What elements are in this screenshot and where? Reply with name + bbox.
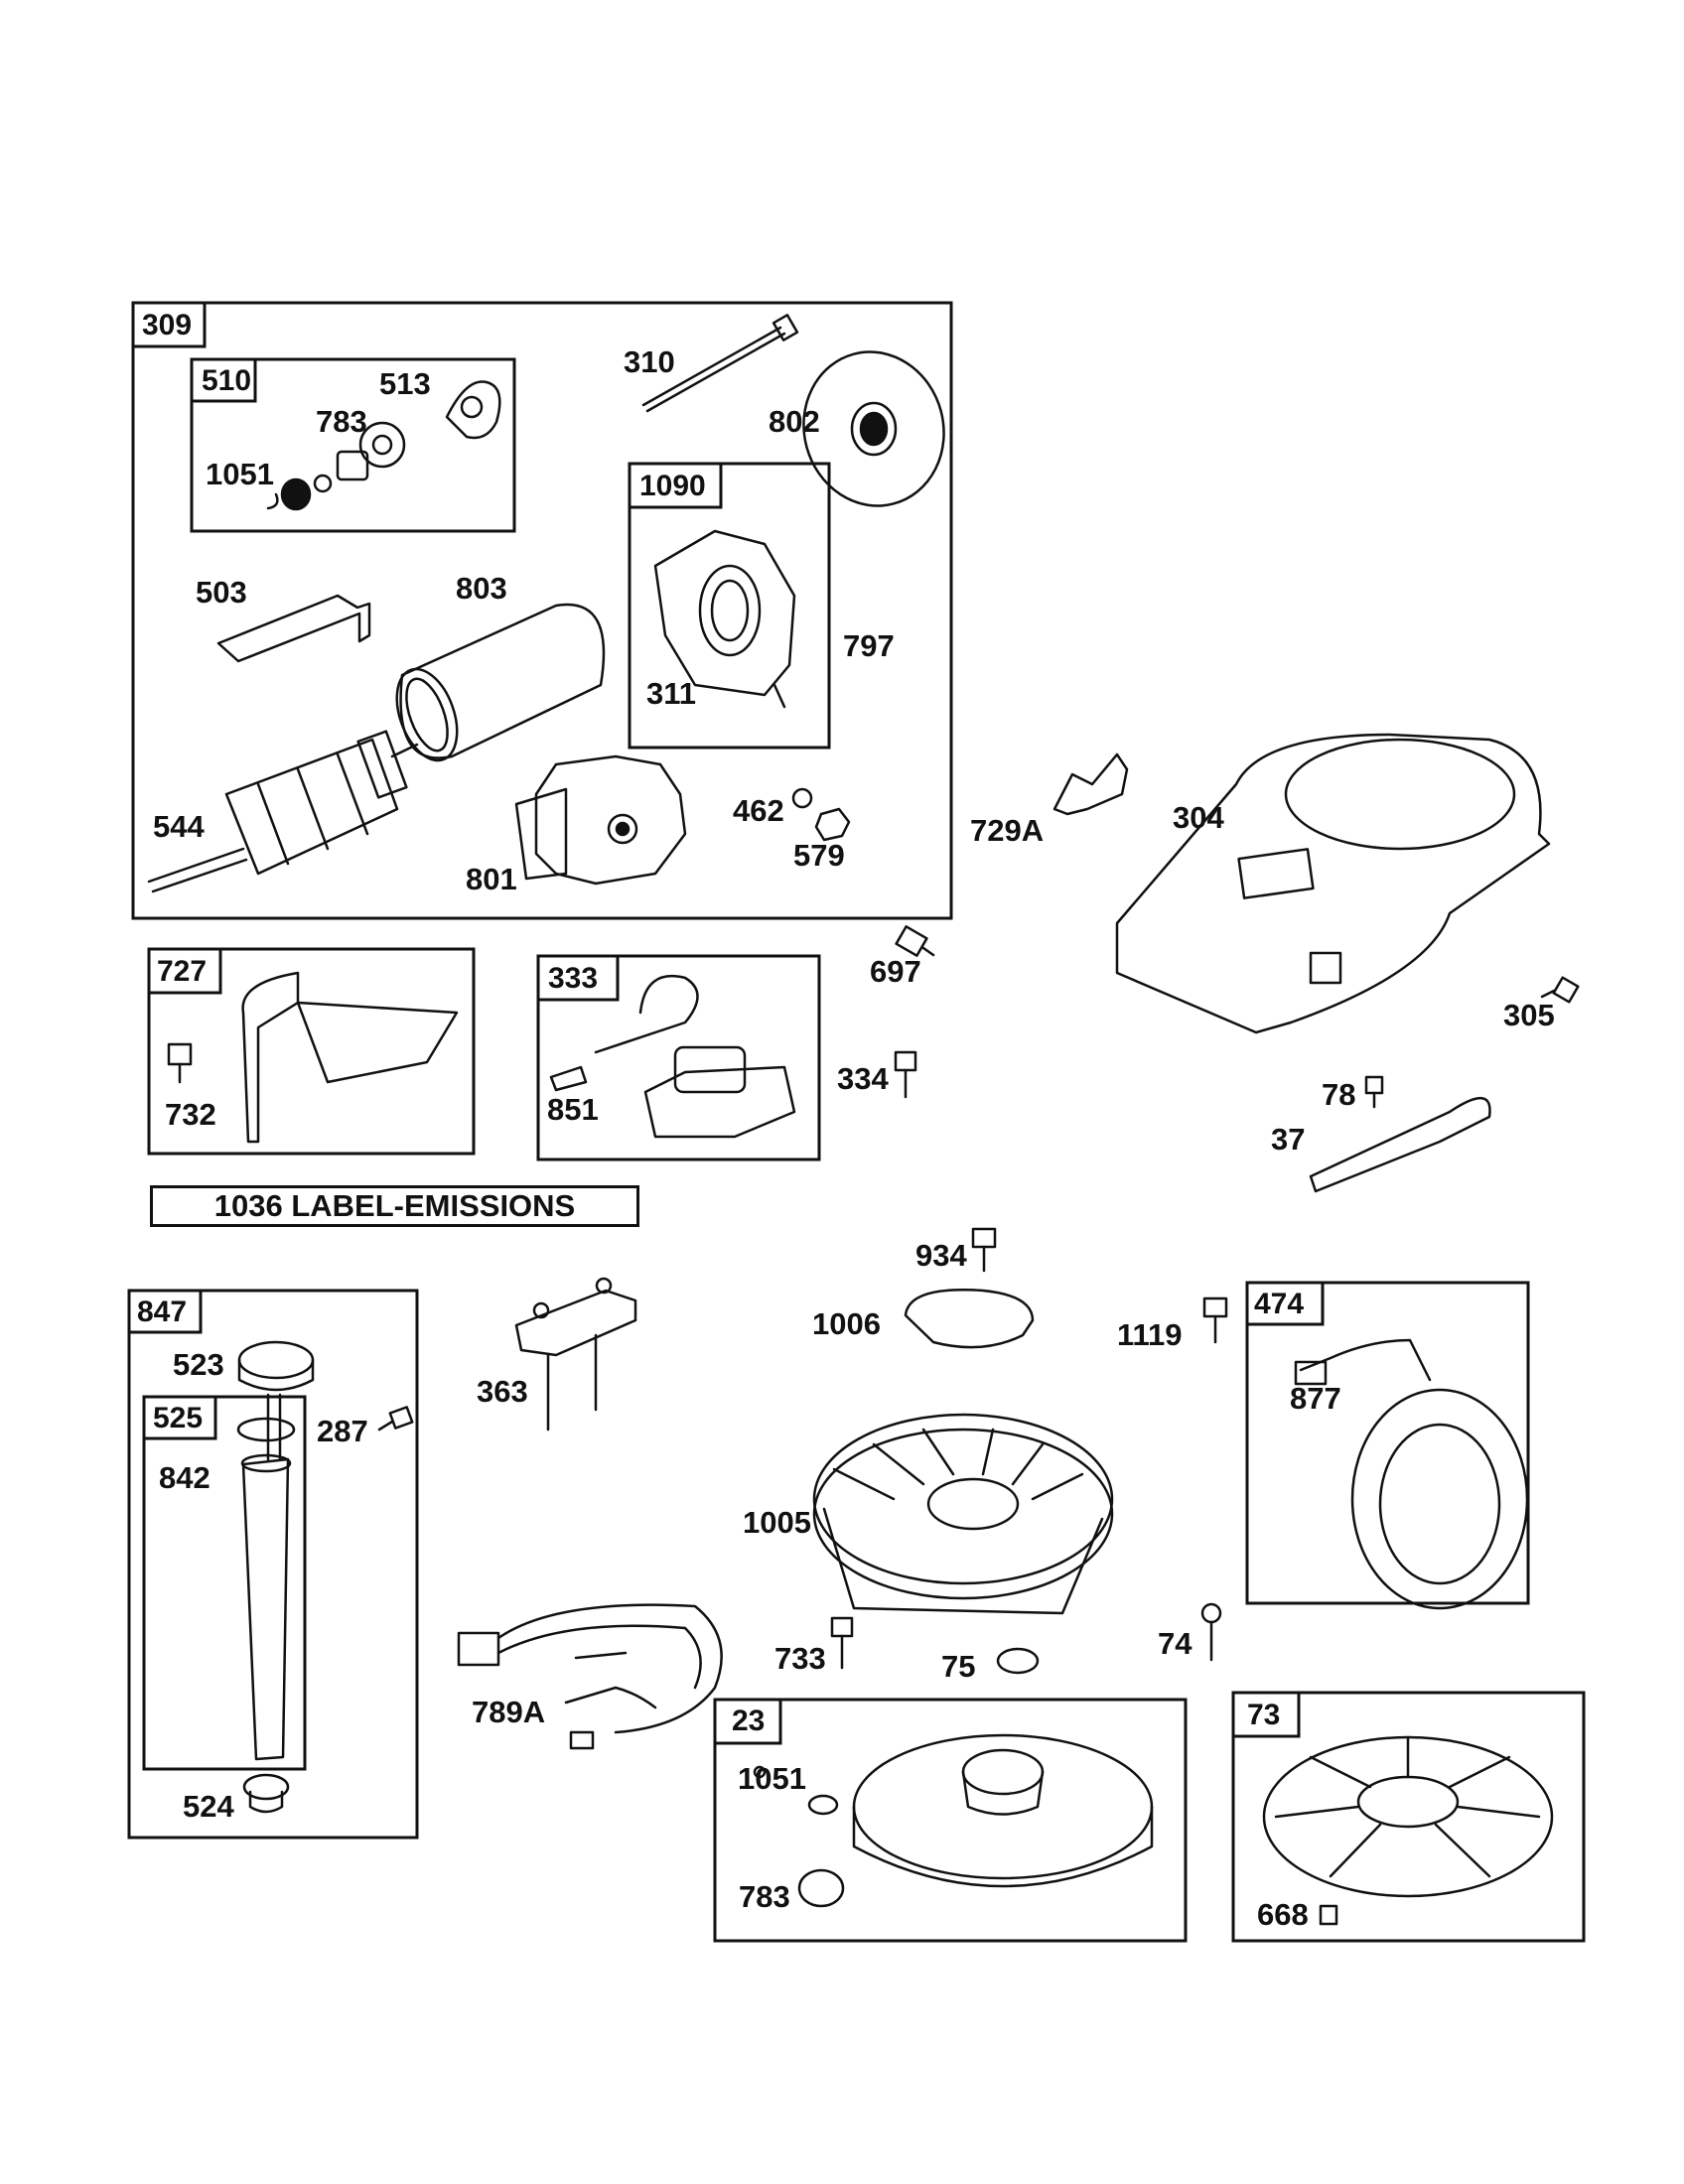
screw-287 [377, 1406, 414, 1432]
part-label-304: 304 [1173, 800, 1224, 835]
part-label-74: 74 [1158, 1626, 1193, 1661]
bolt-1119 [1202, 1297, 1228, 1344]
part-label-524: 524 [183, 1789, 234, 1824]
screen-73 [1262, 1735, 1554, 1926]
part-label-75: 75 [941, 1649, 976, 1684]
frame-73 [1231, 1691, 1586, 1943]
group-label-525: 525 [153, 1402, 204, 1434]
screw-697 [895, 925, 935, 957]
fan-1005 [812, 1413, 1114, 1615]
bracket-363 [514, 1277, 637, 1432]
frame-474 [1245, 1281, 1530, 1605]
frame-333 [536, 954, 821, 1161]
emissions-label-banner: 1036 LABEL-EMISSIONS [150, 1185, 639, 1227]
part-label-1006: 1006 [812, 1306, 881, 1341]
blower-housing-304 [1115, 733, 1551, 1034]
part-label-1119: 1119 [1117, 1317, 1183, 1352]
frame-1090 [628, 462, 831, 750]
part-label-78: 78 [1322, 1077, 1356, 1112]
dipstick-tube-847 [236, 1340, 315, 1814]
bolt-934 [971, 1227, 997, 1273]
bolt-74 [1200, 1602, 1222, 1662]
group-label-333: 333 [548, 962, 599, 995]
part-label-311: 311 [646, 676, 697, 711]
clip-729A [1052, 752, 1129, 816]
frame-727 [147, 947, 476, 1156]
part-label-668: 668 [1257, 1897, 1309, 1932]
armature-544 [147, 730, 419, 893]
group-label-23: 23 [732, 1705, 766, 1737]
part-label-310: 310 [624, 344, 675, 379]
group-label-1090: 1090 [639, 470, 706, 502]
part-label-1051-bottom: 1051 [738, 1761, 806, 1796]
part-label-801: 801 [466, 862, 517, 896]
part-label-783-bottom: 783 [739, 1879, 790, 1914]
part-label-733: 733 [774, 1641, 826, 1676]
strip-37 [1309, 1096, 1491, 1193]
group-label-847: 847 [137, 1296, 188, 1328]
baffle-727 [241, 971, 459, 1144]
frame-23 [713, 1698, 1188, 1943]
frame-525 [142, 1395, 307, 1771]
screw-732 [167, 1042, 193, 1084]
part-label-851: 851 [547, 1092, 599, 1127]
part-label-462: 462 [733, 793, 784, 828]
part-label-783-top: 783 [316, 404, 367, 439]
bracket-503 [216, 594, 371, 663]
end-plate-802 [802, 350, 945, 507]
screw-334 [894, 1050, 917, 1099]
screw-78 [1364, 1075, 1384, 1109]
part-label-1051-top: 1051 [206, 457, 274, 491]
part-label-842: 842 [159, 1460, 210, 1495]
ignition-333 [549, 975, 796, 1139]
part-label-732: 732 [165, 1097, 216, 1132]
part-label-797: 797 [843, 628, 895, 663]
group-label-309: 309 [142, 309, 193, 341]
brush-holder-1090 [653, 529, 796, 709]
bolt-733 [830, 1616, 854, 1670]
part-label-523: 523 [173, 1347, 224, 1382]
part-label-1005: 1005 [743, 1505, 811, 1540]
frame-510 [190, 357, 516, 533]
alternator-474 [1294, 1338, 1529, 1610]
part-label-697: 697 [870, 954, 921, 989]
part-label-305: 305 [1503, 998, 1555, 1032]
nut-579 [814, 807, 851, 842]
screw-305 [1540, 976, 1580, 1004]
group-label-474: 474 [1254, 1288, 1305, 1320]
mount-plate-801 [514, 754, 687, 886]
part-label-334: 334 [837, 1061, 889, 1096]
group-label-727: 727 [157, 955, 208, 988]
part-label-544: 544 [153, 809, 205, 844]
part-label-287: 287 [317, 1414, 368, 1448]
drive-parts-510 [266, 380, 501, 511]
part-label-503: 503 [196, 575, 247, 610]
bolt-310 [641, 314, 799, 413]
harness-789A [457, 1603, 723, 1750]
housing-803 [395, 603, 606, 762]
group-label-73: 73 [1247, 1699, 1281, 1731]
frame-847 [127, 1289, 419, 1840]
group-label-510: 510 [202, 364, 252, 397]
flywheel-23 [753, 1733, 1154, 1908]
part-label-934: 934 [915, 1238, 967, 1273]
part-label-789A: 789A [472, 1695, 546, 1729]
part-label-877: 877 [1290, 1381, 1341, 1416]
part-label-802: 802 [769, 404, 820, 439]
part-label-363: 363 [477, 1374, 528, 1409]
part-label-729A: 729A [970, 813, 1045, 848]
washer-75 [996, 1647, 1040, 1675]
part-label-579: 579 [793, 838, 845, 873]
part-label-803: 803 [456, 571, 507, 606]
part-label-513: 513 [379, 366, 431, 401]
part-label-37: 37 [1271, 1122, 1306, 1157]
frame-309 [131, 301, 953, 920]
retainer-1006 [904, 1289, 1035, 1349]
washer-462 [791, 787, 813, 809]
